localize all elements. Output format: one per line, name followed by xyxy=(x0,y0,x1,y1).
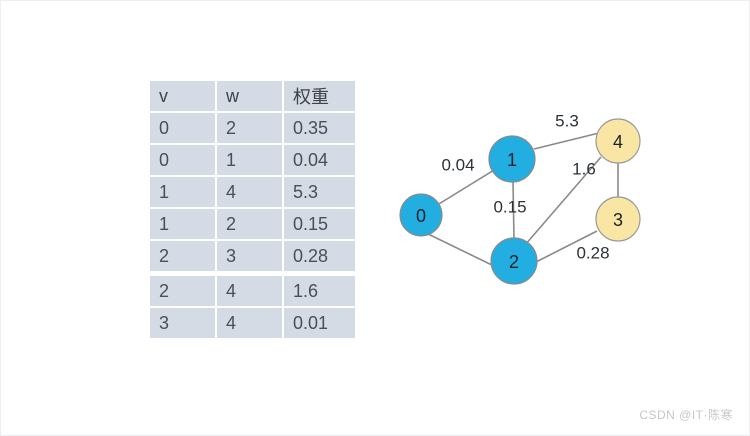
edge-weight-table: v w 权重 0 2 0.35 0 1 0.04 1 4 5.3 1 2 xyxy=(148,79,357,340)
node-2-circle xyxy=(490,237,538,285)
node-2-label: 2 xyxy=(509,252,519,272)
cell-weight: 0.35 xyxy=(284,113,355,143)
column-header-w: w xyxy=(217,81,282,111)
edge-label-2-3: 0.28 xyxy=(576,244,609,263)
node-1-circle xyxy=(488,135,536,183)
node-0-label: 0 xyxy=(416,206,426,226)
cell-weight: 0.04 xyxy=(284,145,355,175)
graph-svg: 0 1 2 3 4 0.04 5.3 0.15 1.6 0.2 xyxy=(399,112,641,285)
node-4-label: 4 xyxy=(613,132,623,152)
table-row: 0 1 0.04 xyxy=(150,145,355,175)
edge-2-3 xyxy=(535,230,598,263)
node-0: 0 xyxy=(399,193,443,237)
cell-v: 1 xyxy=(150,177,215,207)
cell-v: 2 xyxy=(150,241,215,271)
table-row: 0 2 0.35 xyxy=(150,113,355,143)
table-row: 2 3 0.28 xyxy=(150,241,355,271)
cell-v: 0 xyxy=(150,145,215,175)
table-row: 2 4 1.6 xyxy=(150,273,355,306)
cell-v: 0 xyxy=(150,113,215,143)
cell-weight: 0.28 xyxy=(284,241,355,271)
cell-w: 2 xyxy=(217,209,282,239)
cell-weight: 0.01 xyxy=(284,308,355,338)
node-1: 1 xyxy=(488,135,536,183)
table-header-row: v w 权重 xyxy=(150,81,355,111)
cell-w: 2 xyxy=(217,113,282,143)
cell-weight: 0.15 xyxy=(284,209,355,239)
table-row: 3 4 0.01 xyxy=(150,308,355,338)
cell-w: 4 xyxy=(217,177,282,207)
node-3-circle xyxy=(595,196,641,242)
node-1-label: 1 xyxy=(507,150,517,170)
cell-w: 1 xyxy=(217,145,282,175)
table-row: 1 2 0.15 xyxy=(150,209,355,239)
node-4-circle xyxy=(595,118,641,164)
edge-1-2 xyxy=(512,180,515,240)
cell-v: 2 xyxy=(150,273,215,306)
table-row: 1 4 5.3 xyxy=(150,177,355,207)
edge-label-2-4: 1.6 xyxy=(572,160,596,179)
edge-2-4 xyxy=(524,156,602,246)
node-3-label: 3 xyxy=(613,210,623,230)
edge-label-1-4: 5.3 xyxy=(555,112,579,131)
column-header-weight: 权重 xyxy=(284,81,355,111)
cell-weight: 5.3 xyxy=(284,177,355,207)
edge-label-0-1: 0.04 xyxy=(441,156,474,175)
cell-w: 4 xyxy=(217,273,282,306)
edge-0-2 xyxy=(425,232,497,268)
node-2: 2 xyxy=(490,237,538,285)
node-3: 3 xyxy=(595,196,641,242)
column-header-v: v xyxy=(150,81,215,111)
edge-1-4 xyxy=(533,132,600,150)
cell-v: 1 xyxy=(150,209,215,239)
cell-v: 3 xyxy=(150,308,215,338)
weighted-graph-diagram: 0 1 2 3 4 0.04 5.3 0.15 1.6 0.2 xyxy=(386,91,686,306)
cell-w: 3 xyxy=(217,241,282,271)
csdn-watermark: CSDN @IT·陈寒 xyxy=(639,408,733,422)
edge-label-1-2: 0.15 xyxy=(493,198,526,217)
cell-weight: 1.6 xyxy=(284,273,355,306)
cell-w: 4 xyxy=(217,308,282,338)
node-4: 4 xyxy=(595,118,641,164)
node-0-circle xyxy=(399,193,443,237)
